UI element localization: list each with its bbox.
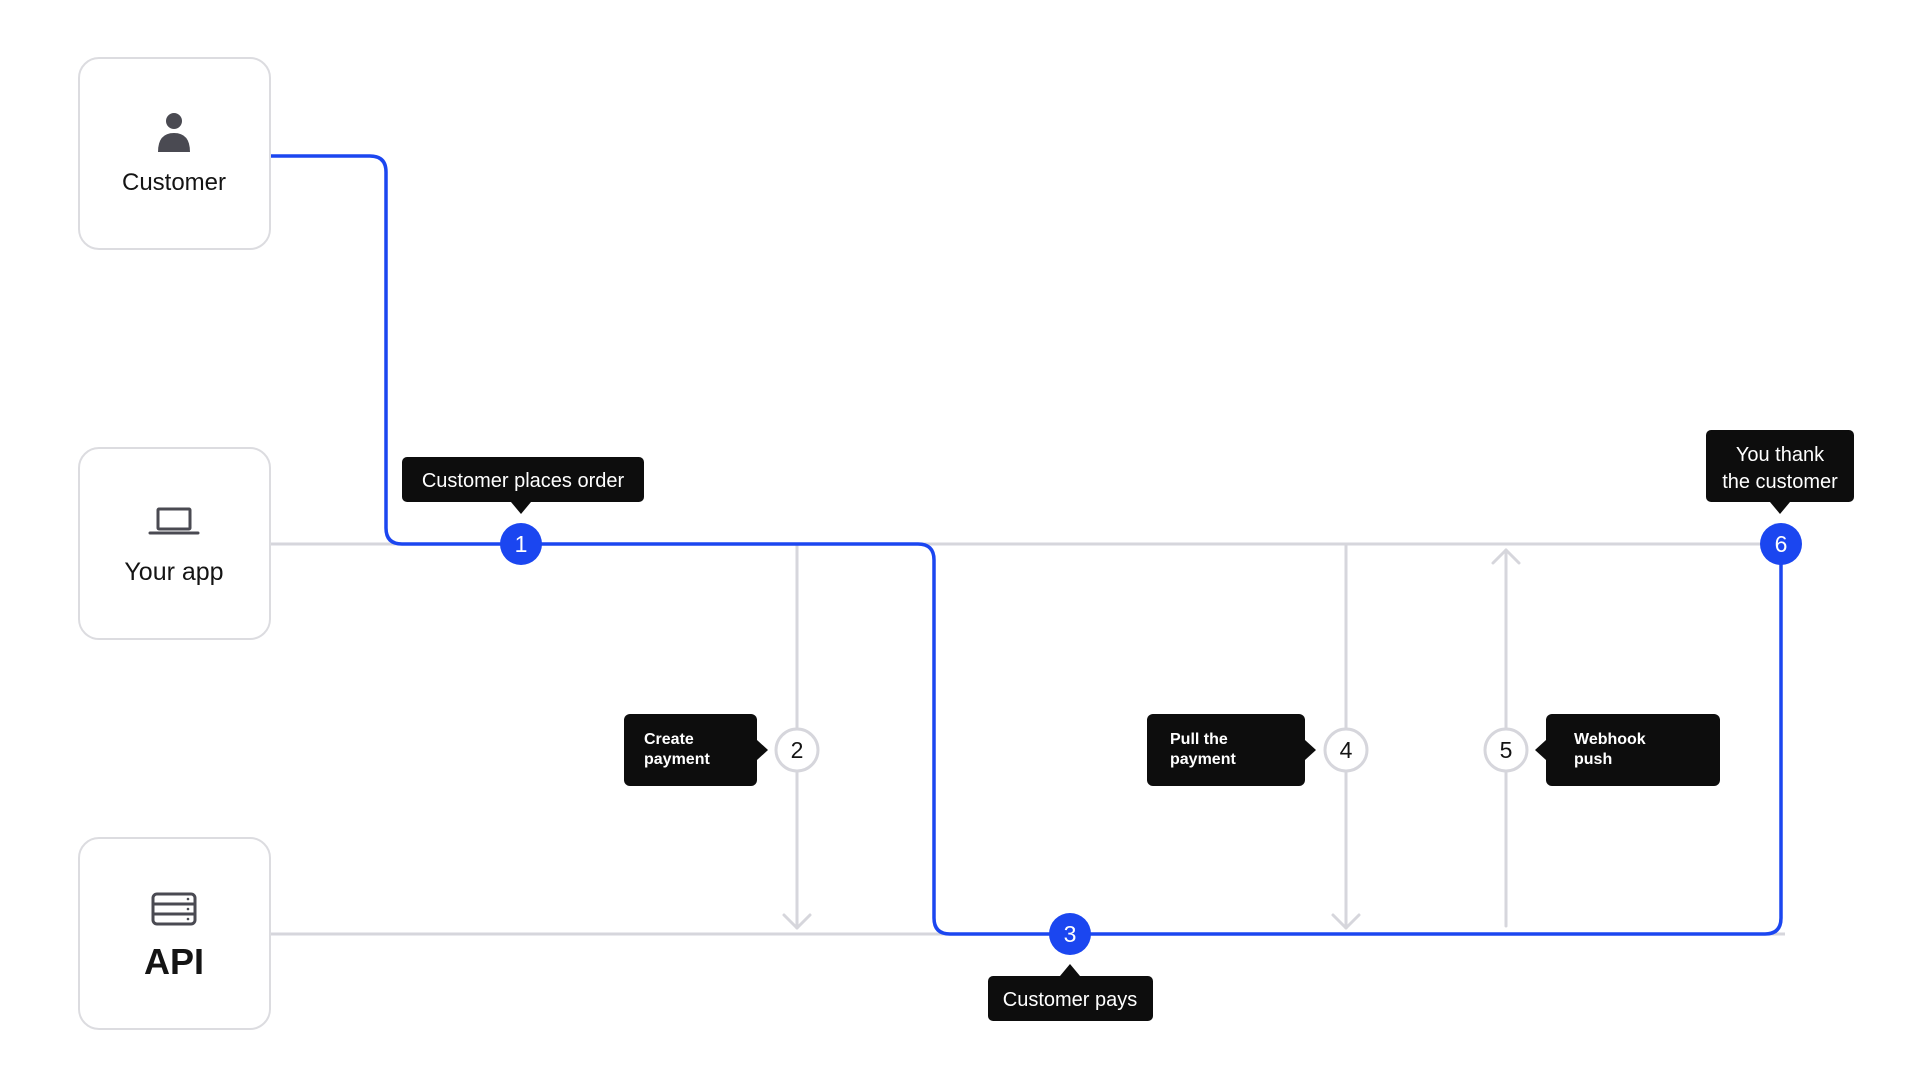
arrow-up-icon xyxy=(1491,548,1521,565)
tooltip-step-4: Pull the payment xyxy=(1147,714,1316,786)
tooltip-step-5: Webhook push xyxy=(1535,714,1720,786)
step-number-2: 2 xyxy=(791,737,804,763)
tooltip-step-1: Customer places order xyxy=(402,457,644,514)
tooltip-step-2-line-2: payment xyxy=(644,751,710,768)
tooltip-step-6-line-1: You thank xyxy=(1736,444,1825,466)
step-number-3: 3 xyxy=(1064,921,1077,947)
step-marker-1: 1 xyxy=(500,523,542,565)
step-marker-3: 3 xyxy=(1049,913,1091,955)
lane-card-customer: Customer xyxy=(78,57,271,250)
lane-card-api: API xyxy=(78,837,271,1030)
laptop-icon xyxy=(148,507,200,535)
arrow-down-icon xyxy=(1331,913,1361,930)
lane-label-customer: Customer xyxy=(122,169,226,196)
step-number-6: 6 xyxy=(1775,531,1788,557)
arrow-down-icon xyxy=(782,913,812,930)
step-number-1: 1 xyxy=(515,531,528,557)
tooltip-step-6: You thank the customer xyxy=(1706,430,1854,514)
lane-label-api: API xyxy=(144,941,204,982)
tooltip-step-4-line-2: payment xyxy=(1170,751,1236,768)
tooltip-step-5-line-2: push xyxy=(1574,751,1612,768)
tooltip-step-4-line-1: Pull the xyxy=(1170,731,1228,748)
tooltip-step-6-line-2: the customer xyxy=(1722,471,1838,493)
step-marker-2: 2 xyxy=(774,727,820,773)
server-icon xyxy=(151,892,197,926)
tooltip-step-2-line-1: Create xyxy=(644,731,694,748)
step-number-5: 5 xyxy=(1500,737,1513,763)
customer-flow-path xyxy=(270,154,1783,936)
step-marker-4: 4 xyxy=(1323,727,1369,773)
lane-card-your-app: Your app xyxy=(78,447,271,640)
tooltip-step-3: Customer pays xyxy=(988,964,1153,1021)
lane-label-your-app: Your app xyxy=(124,558,223,586)
tooltip-step-5-line-1: Webhook xyxy=(1574,731,1646,748)
tooltip-step-2: Create payment xyxy=(624,714,768,786)
step-marker-5: 5 xyxy=(1483,727,1529,773)
step-marker-6: 6 xyxy=(1760,523,1802,565)
tooltip-step-3-line-1: Customer pays xyxy=(1003,989,1138,1011)
person-icon xyxy=(158,113,190,152)
tooltip-step-1-line-1: Customer places order xyxy=(422,470,625,492)
step-number-4: 4 xyxy=(1340,737,1353,763)
